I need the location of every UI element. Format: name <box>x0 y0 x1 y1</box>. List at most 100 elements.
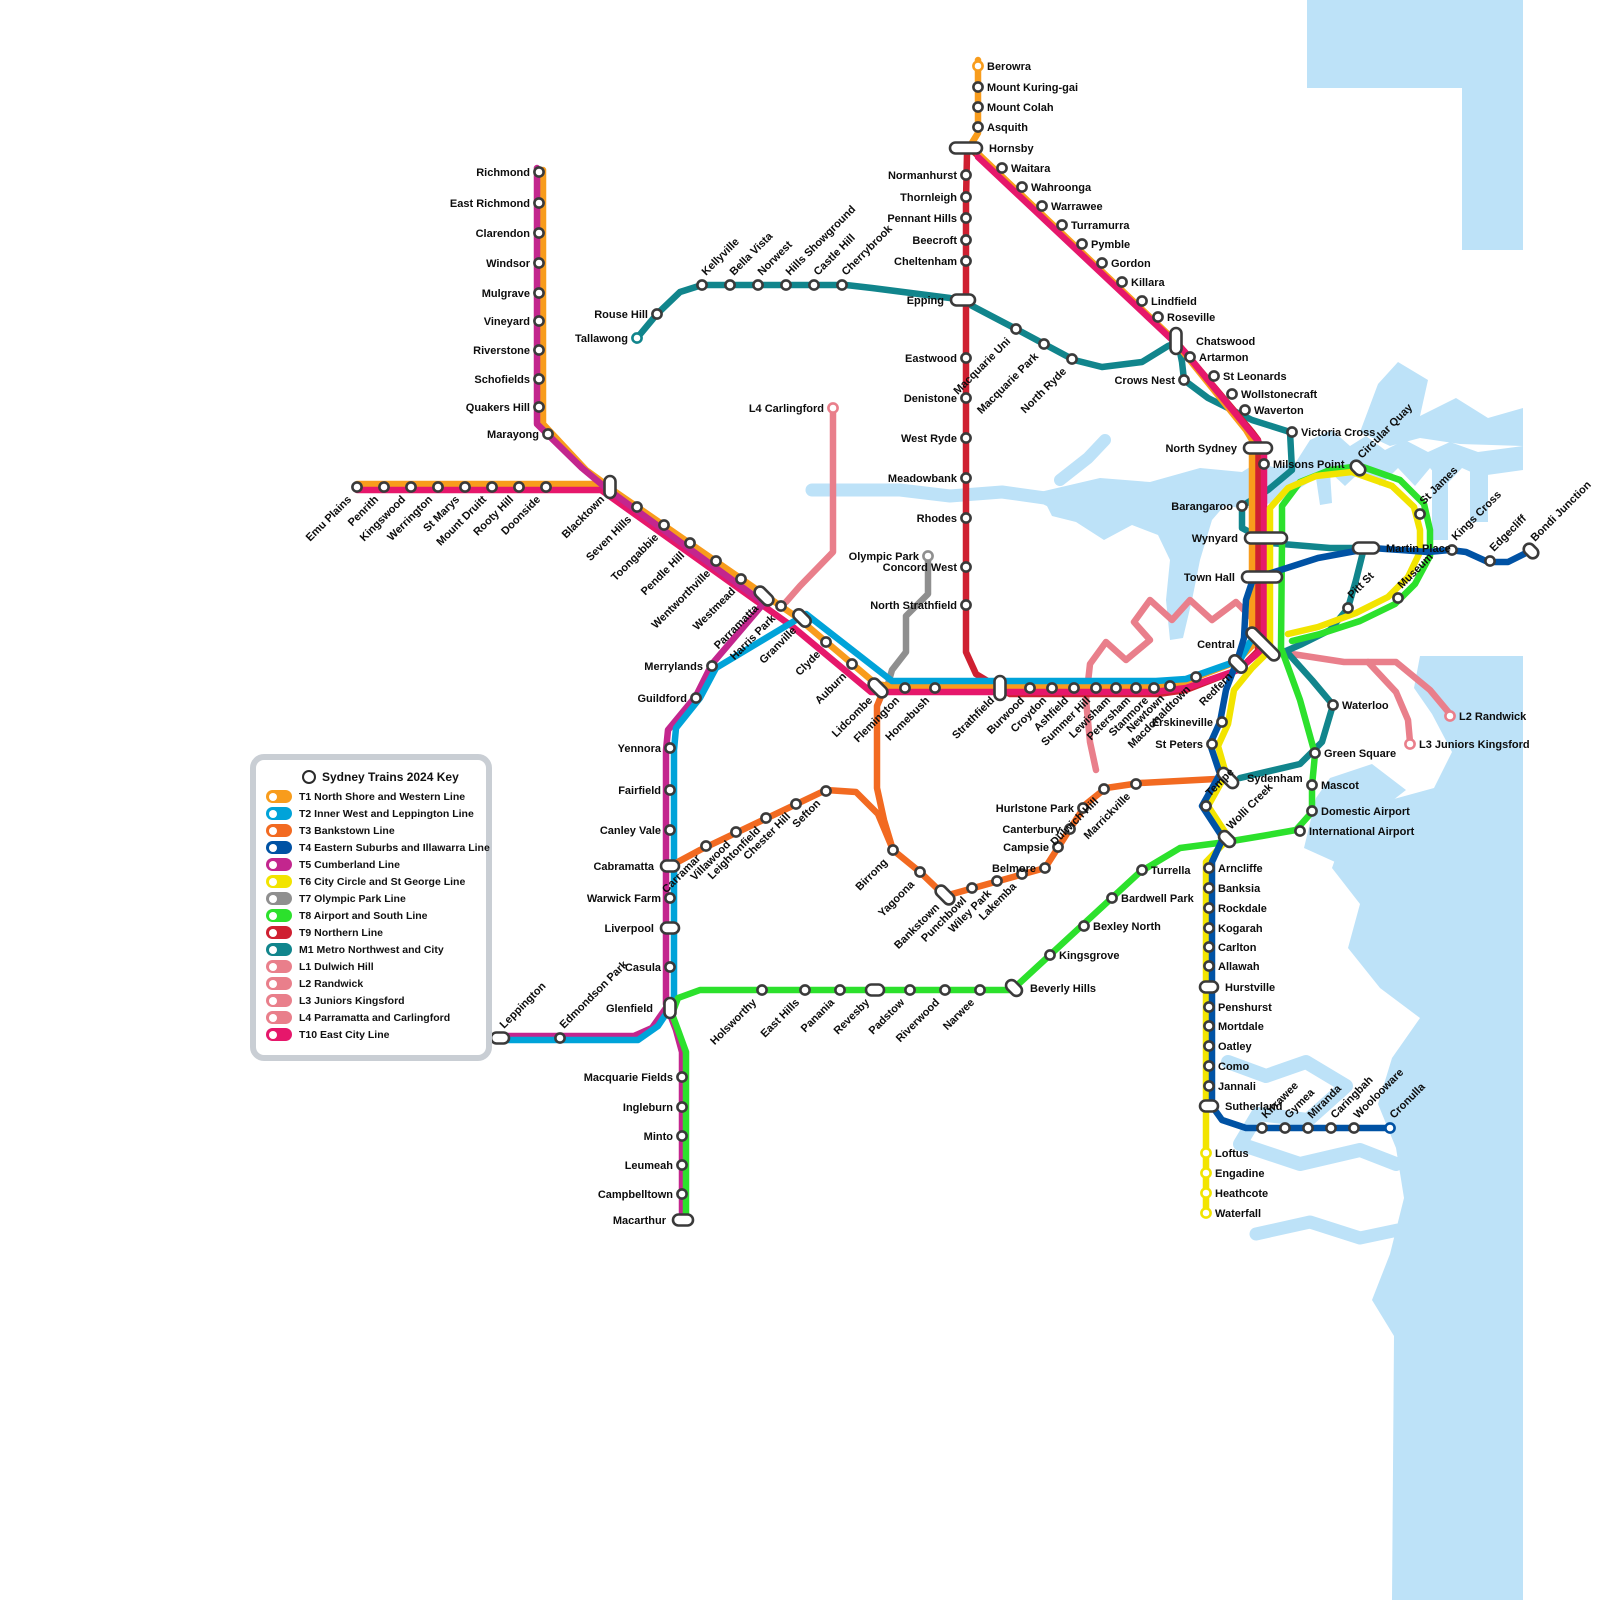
station-label-waitara: Waitara <box>1011 163 1051 175</box>
station-label-belmore: Belmore <box>992 863 1036 875</box>
station-clarendon <box>533 227 545 239</box>
station-mount-kuring-gai <box>972 81 984 93</box>
station-fairfield <box>664 784 676 796</box>
legend-item-l1: L1 Dulwich Hill <box>266 960 476 973</box>
station-auburn <box>846 658 858 670</box>
station-label-macarthur: Macarthur <box>613 1215 667 1227</box>
station-quakers-hill <box>533 401 545 413</box>
station-label-wahroonga: Wahroonga <box>1031 182 1092 194</box>
station-gymea <box>1279 1122 1291 1134</box>
station-label-turramurra: Turramurra <box>1071 220 1130 232</box>
station-east-richmond <box>533 197 545 209</box>
station-croydon <box>1046 682 1058 694</box>
station-label-kogarah: Kogarah <box>1218 923 1263 935</box>
line-t7-olympic-park <box>884 556 932 688</box>
station-label-concord-west: Concord West <box>883 562 958 574</box>
station-label-sutherland: Sutherland <box>1225 1101 1282 1113</box>
station-label-marayong: Marayong <box>487 429 539 441</box>
station-campsie <box>1052 841 1064 853</box>
station-label-minto: Minto <box>644 1131 674 1143</box>
station-bexley-north <box>1078 920 1090 932</box>
station-macdonaldtown <box>1190 671 1202 683</box>
station-rockdale <box>1203 902 1215 914</box>
legend-station-dot <box>268 860 277 869</box>
station-mulgrave <box>533 287 545 299</box>
station-penrith <box>378 481 390 493</box>
water-body <box>1304 764 1406 866</box>
station-concord-west <box>960 561 972 573</box>
legend-label: T7 Olympic Park Line <box>299 892 406 905</box>
station-label-chatswood: Chatswood <box>1196 336 1255 348</box>
station-crows-nest <box>1178 374 1190 386</box>
legend-station-dot <box>268 996 277 1005</box>
station-rouse-hill <box>651 308 663 320</box>
station-label-bexley-north: Bexley North <box>1093 921 1161 933</box>
station-label-waterfall: Waterfall <box>1215 1208 1261 1220</box>
legend-item-t5: T5 Cumberland Line <box>266 858 476 871</box>
legend-line-swatch <box>266 875 292 888</box>
station-homebush <box>929 682 941 694</box>
station-label-meadowbank: Meadowbank <box>888 473 958 485</box>
station-merrylands <box>706 660 718 672</box>
station-punchbowl <box>966 882 978 894</box>
station-hurlstone-park <box>1077 802 1089 814</box>
station-north-strathfield <box>960 599 972 611</box>
station-normanhurst <box>960 169 972 181</box>
station-revesby <box>864 983 886 997</box>
line-t2-inner-west-leppington <box>496 610 1254 1044</box>
station-miranda <box>1302 1122 1314 1134</box>
station-label-victoria-cross: Victoria Cross <box>1301 427 1375 439</box>
station-wynyard <box>1243 531 1289 545</box>
station-label-lindfield: Lindfield <box>1151 296 1197 308</box>
station-asquith <box>972 121 984 133</box>
station-label-mortdale: Mortdale <box>1218 1021 1264 1033</box>
station-label-heathcote: Heathcote <box>1215 1188 1268 1200</box>
legend-item-l4: L4 Parramatta and Carlingford <box>266 1011 476 1024</box>
water-river <box>805 483 1067 512</box>
station-wolli-creek <box>1217 829 1237 849</box>
station-label-st-peters: St Peters <box>1155 739 1203 751</box>
station-barangaroo <box>1236 500 1248 512</box>
station-windsor <box>533 257 545 269</box>
station-label-jannali: Jannali <box>1218 1081 1256 1093</box>
station-newtown <box>1164 680 1176 692</box>
station-label-clyde: Clyde <box>793 649 823 679</box>
station-label-leppington: Leppington <box>498 980 549 1031</box>
legend-line-swatch <box>266 892 292 905</box>
station-pennant-hills <box>960 212 972 224</box>
station-label-mount-kuring-gai: Mount Kuring-gai <box>987 82 1078 94</box>
station-label-arncliffe: Arncliffe <box>1218 863 1263 875</box>
station-caringbah <box>1325 1122 1337 1134</box>
legend-label: T5 Cumberland Line <box>299 858 400 871</box>
station-label-north-sydney: North Sydney <box>1165 443 1237 455</box>
station-label-wynyard: Wynyard <box>1192 533 1238 545</box>
station-warwick-farm <box>664 892 676 904</box>
station-label-sydenham: Sydenham <box>1247 773 1303 785</box>
legend-item-t2: T2 Inner West and Leppington Line <box>266 807 476 820</box>
station-wahroonga <box>1016 181 1028 193</box>
station-label-domestic-airport: Domestic Airport <box>1321 806 1410 818</box>
line-t9-northern <box>962 148 1262 698</box>
station-label-rhodes: Rhodes <box>917 513 957 525</box>
legend-label: T9 Northern Line <box>299 926 384 939</box>
station-label-west-ryde: West Ryde <box>901 433 957 445</box>
station-label-waverton: Waverton <box>1254 405 1304 417</box>
station-label-campbelltown: Campbelltown <box>598 1189 673 1201</box>
station-label-birrong: Birrong <box>854 857 891 894</box>
legend-line-swatch <box>266 977 292 990</box>
water-body <box>1307 0 1523 250</box>
station-castle-hill <box>808 279 820 291</box>
station-label-como: Como <box>1218 1061 1249 1073</box>
legend-label: L1 Dulwich Hill <box>299 960 374 973</box>
station-label-holsworthy: Holsworthy <box>708 996 759 1047</box>
station-label-hurlstone-park: Hurlstone Park <box>996 803 1075 815</box>
station-label-tallawong: Tallawong <box>575 333 628 345</box>
station-campbelltown <box>676 1188 688 1200</box>
station-label-epping: Epping <box>907 295 944 307</box>
line-t8-city-circle <box>1277 462 1434 652</box>
station-chatswood <box>1169 326 1183 356</box>
station-martin-place <box>1351 541 1381 555</box>
station-label-mount-colah: Mount Colah <box>987 102 1054 114</box>
station-kingswood <box>405 481 417 493</box>
